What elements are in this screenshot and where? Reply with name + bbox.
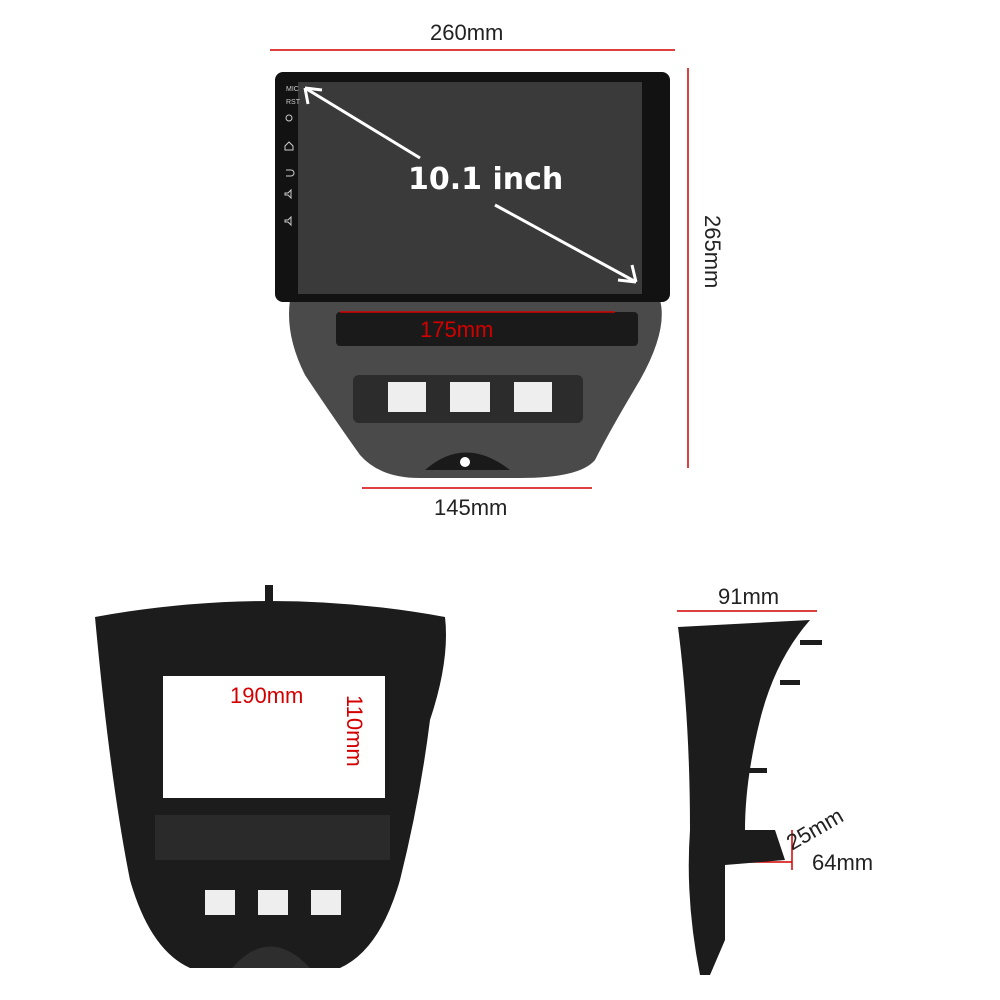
rst-label: RST [286, 99, 300, 106]
opening-width-label: 190mm [230, 683, 304, 708]
vent-hole-1 [388, 382, 426, 412]
slot-opening [336, 312, 638, 346]
head-unit-front-view [275, 72, 670, 478]
mic-label: MIC [286, 86, 299, 93]
frame-rear-view [95, 585, 446, 968]
frame-side-view [678, 620, 822, 975]
vent-hole-3 [514, 382, 552, 412]
top-width-label: 260mm [430, 20, 504, 45]
bottom-width-label: 145mm [434, 495, 508, 520]
vent-hole-2 [450, 382, 490, 412]
bracket-depth-label: 64mm [812, 850, 874, 875]
opening-height-label: 110mm [342, 695, 367, 767]
screen-size-label: 10.1 inch [408, 162, 564, 197]
slot-width-label: 175mm [420, 317, 494, 342]
side-depth-label: 91mm [718, 584, 780, 609]
height-label: 265mm [700, 215, 725, 289]
